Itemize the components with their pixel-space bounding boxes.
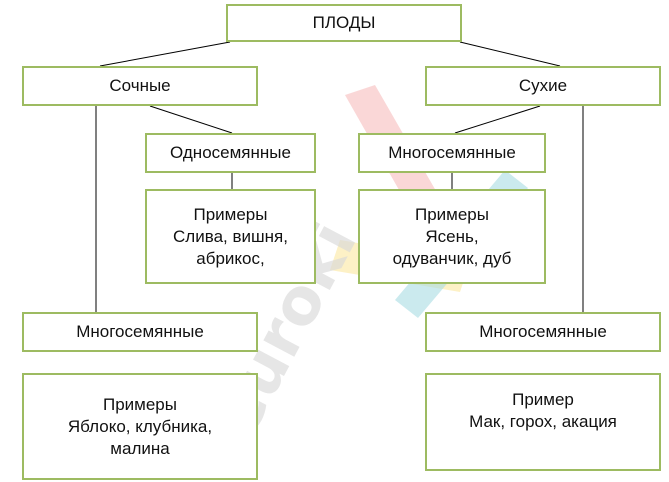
juicy-multi-seeded-label: Многосемянные [76,322,204,341]
juicy-multi-seeded-box: Многосемянные [22,312,258,352]
juicy-single-seeded-label: Односемянные [170,143,291,162]
juicy-label: Сочные [109,76,171,95]
dry-box: Сухие [425,66,661,106]
examples-heading: Пример [512,390,574,409]
root-label: ПЛОДЫ [312,13,376,32]
examples-line: Ясень, [425,226,479,246]
juicy-box: Сочные [22,66,258,106]
examples-line: Яблоко, клубника, [67,416,213,436]
dry-multi-seeded-label: Многосемянные [388,143,516,162]
examples-heading: Примеры [415,204,489,224]
juicy-single-seeded-examples-box: Примеры Слива, вишня, абрикос, [145,189,316,284]
connector-left-sub [149,105,233,134]
dry-multi-seeded-box: Многосемянные [358,133,546,173]
dry-multi-seeded-examples-lower-box: Пример Мак, горох, акация [425,373,661,471]
connector-root-left [99,41,231,67]
examples-line: Мак, горох, акация [469,412,617,431]
connector-root-right [459,41,561,67]
examples-line: одуванчик, дуб [392,248,512,268]
juicy-single-seeded-box: Односемянные [145,133,316,173]
examples-line: малина [110,438,170,458]
examples-line: Слива, вишня, [173,226,288,246]
dry-multi-seeded-lower-box: Многосемянные [425,312,661,352]
examples-heading: Примеры [103,394,177,414]
dry-multi-seeded-examples-box: Примеры Ясень, одуванчик, дуб [358,189,546,284]
dry-multi-seeded-lower-label: Многосемянные [479,322,607,341]
examples-line: абрикос, [196,248,265,268]
juicy-multi-seeded-examples-box: Примеры Яблоко, клубника, малина [22,373,258,480]
root-box: ПЛОДЫ [226,4,462,42]
connector-right-sub [454,105,541,134]
dry-label: Сухие [518,76,568,95]
examples-heading: Примеры [193,204,268,224]
